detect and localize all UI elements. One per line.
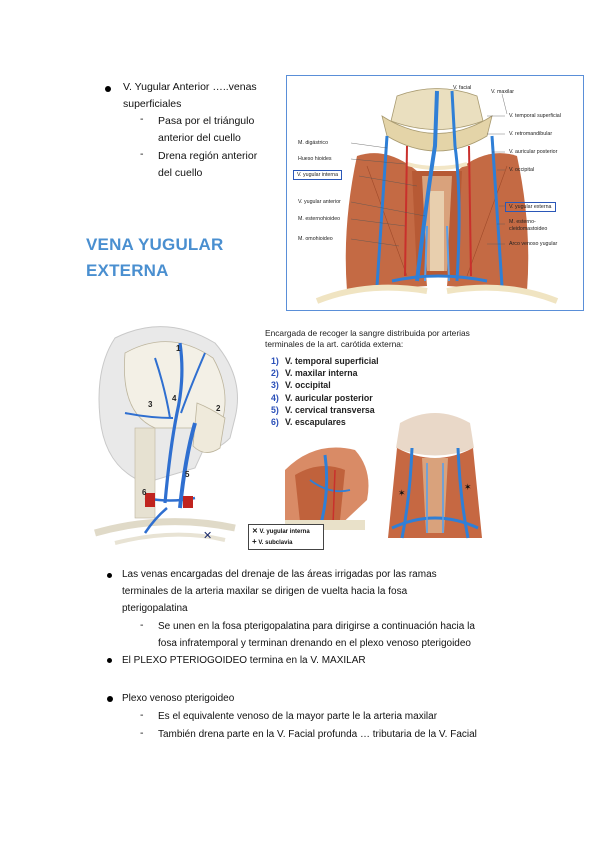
cross-icon: ✕ (252, 528, 258, 535)
label-m-omohioideo: M. omohioideo (298, 236, 333, 242)
skull-number-2: 2 (216, 404, 221, 413)
label-v-facial: V. facial (453, 85, 472, 91)
vein-list: 1)V. temporal superficial 2)V. maxilar i… (271, 355, 555, 428)
bullet-dot (107, 658, 112, 663)
label-v-occipital: V. occipital (509, 167, 535, 173)
anterior-dissection-illustration: ✶ ✶ (388, 413, 482, 539)
bullet-dot (107, 696, 113, 702)
skull-number-1: 1 (176, 344, 181, 353)
vein-list-item: 1)V. temporal superficial (271, 356, 379, 366)
sub-bullet-text: También drena parte en la V. Facial prof… (158, 729, 477, 740)
label-v-yugular-externa: V. yugular externa (505, 202, 556, 212)
sub-dash: - (140, 709, 144, 721)
label-v-auricular-posterior: V. auricular posterior (509, 149, 558, 155)
terminal-branches-text: Encargada de recoger la sangre distribui… (265, 328, 555, 428)
legend-item: ✕ V. yugular interna (252, 528, 310, 535)
svg-text:✶: ✶ (464, 483, 472, 493)
bullet-dot (107, 573, 112, 578)
label-v-yugular-anterior: V. yugular anterior (298, 199, 341, 205)
bullet-text: Plexo venoso pterigoideo (122, 693, 235, 704)
label-v-retromandibular: V. retromandibular (509, 131, 553, 137)
label-m-digastrico: M. digástrico (298, 140, 329, 146)
lateral-dissection-illustration (285, 447, 369, 530)
label-v-yugular-interna: V. yugular interna (293, 170, 343, 180)
anterior-dissection-image: ✶ ✶ (382, 408, 488, 546)
bullet-text: V. Yugular Anterior …..venas superficial… (123, 81, 257, 110)
vein-list-item: 4)V. auricular posterior (271, 392, 373, 403)
skull-number-4: 4 (172, 394, 177, 403)
neck-anatomy-figure: V. facial V. maxilar V. temporal superfi… (286, 75, 584, 311)
sub-bullet-text: Pasa por el triángulo anterior del cuell… (158, 115, 255, 144)
label-hueso-hioides: Hueso hioides (298, 156, 332, 162)
vein-list-item: 3)V. occipital (271, 380, 331, 391)
vein-list-item: 5)V. cervical transversa (271, 404, 375, 415)
skull-veins-illustration: ✕ (94, 326, 238, 545)
sub-dash: - (140, 727, 144, 739)
section-heading: VENA YUGULAR EXTERNA (86, 235, 224, 280)
vein-list-item: 2)V. maxilar interna (271, 368, 358, 379)
plus-icon: + (252, 537, 257, 546)
skull-number-6: 6 (142, 488, 147, 497)
vein-list-item: 6)V. escapulares (271, 417, 346, 428)
svg-text:✕: ✕ (203, 529, 212, 542)
label-arco-venoso: Arco venoso yugular (509, 241, 558, 247)
bullet-text: El PLEXO PTERIOGOIDEO termina en la V. M… (122, 655, 366, 666)
bullet-text: Las venas encargadas del drenaje de las … (122, 569, 437, 614)
skull-number-3: 3 (148, 400, 153, 409)
label-m-esternocleidomastoideo: M. esterno- cleidomastoideo (509, 219, 548, 232)
intro-text: Encargada de recoger la sangre distribui… (265, 328, 470, 349)
sub-bullet-text: Drena región anterior del cuello (158, 150, 258, 179)
label-v-maxilar: V. maxilar (491, 89, 515, 95)
label-m-esternohioideo: M. esternohioideo (298, 216, 341, 222)
lateral-dissection-image (275, 440, 375, 532)
sub-dash: - (140, 619, 144, 631)
label-v-temporal-superficial: V. temporal superficial (509, 113, 561, 119)
skull-lateral-figure: ✕ 1 2 3 4 5 6 (85, 318, 255, 552)
legend-box: ✕ V. yugular interna + V. subclavia (248, 524, 324, 550)
bullet-dot (105, 86, 111, 92)
neck-anatomy-illustration (315, 88, 559, 304)
svg-text:✶: ✶ (398, 489, 406, 499)
legend-item: + V. subclavia (252, 537, 293, 546)
sub-dash: - (140, 148, 144, 160)
sub-bullet-text: Es el equivalente venoso de la mayor par… (158, 711, 438, 722)
sub-dash: - (140, 113, 144, 125)
sub-bullet-text: Se unen en la fosa pterigopalatina para … (158, 621, 475, 649)
skull-number-5: 5 (185, 470, 190, 479)
